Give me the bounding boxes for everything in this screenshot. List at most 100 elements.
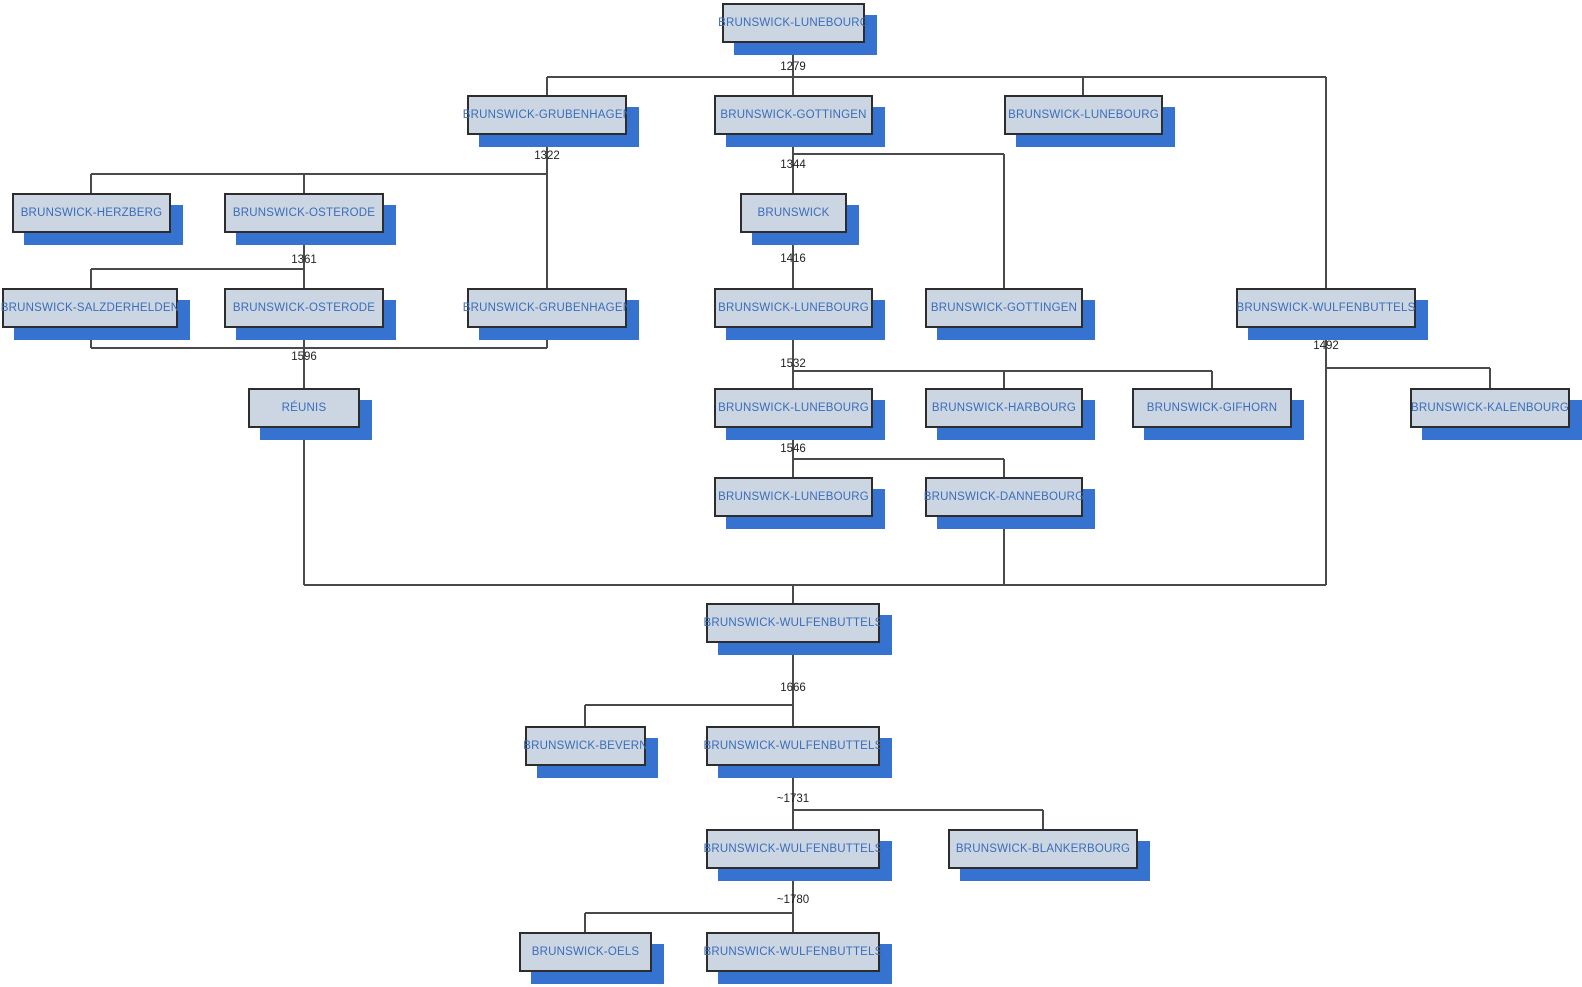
year-label: 1546 <box>780 443 806 455</box>
connector-line <box>584 913 586 932</box>
node-brunswick-grubenhagen-2[interactable]: BRUNSWICK-GRUBENHAGEN <box>463 288 631 328</box>
node-brunswick-bevern[interactable]: BRUNSWICK-BEVERN <box>523 726 648 766</box>
node-brunswick-blankerbourg[interactable]: BRUNSWICK-BLANKERBOURG <box>948 829 1138 869</box>
node-label: BRUNSWICK-OSTERODE <box>232 302 376 314</box>
node-brunswick-kalenbourg[interactable]: BRUNSWICK-KALENBOURG <box>1410 388 1570 428</box>
node-brunswick-lunebourg-4[interactable]: BRUNSWICK-LUNEBOURG <box>714 388 873 428</box>
connector-line <box>1003 517 1005 585</box>
connector-line <box>792 233 794 288</box>
node-label: BRUNSWICK-BEVERN <box>523 740 648 752</box>
connector-line <box>793 458 1004 460</box>
year-label: 1416 <box>780 253 806 265</box>
connector-line <box>546 77 548 95</box>
year-label: ~1780 <box>776 894 810 906</box>
connector-line <box>303 328 305 388</box>
node-label: BRUNSWICK-WULFENBUTTELS <box>703 617 883 629</box>
node-label: BRUNSWICK-HERZBERG <box>20 207 163 219</box>
connector-line <box>792 428 794 477</box>
connector-line <box>303 174 305 194</box>
year-label: ~1731 <box>776 793 810 805</box>
node-label: BRUNSWICK-DANNEBOURG <box>923 491 1085 503</box>
year-label: 1666 <box>780 682 806 694</box>
connector-line <box>546 328 548 348</box>
connector-line <box>792 328 794 388</box>
node-brunswick-grubenhagen-1[interactable]: BRUNSWICK-GRUBENHAGEN <box>463 95 631 135</box>
connector-line <box>793 809 1043 811</box>
connector-line <box>1326 367 1490 369</box>
node-label: BRUNSWICK-LUNEBOURG <box>718 302 869 314</box>
node-brunswick-lunebourg-3[interactable]: BRUNSWICK-LUNEBOURG <box>714 288 873 328</box>
node-label: BRUNSWICK-SALZDERHELDEN <box>0 302 180 314</box>
year-label: 1532 <box>780 358 806 370</box>
node-label: BRUNSWICK-LUNEBOURG <box>1008 109 1159 121</box>
node-label: BRUNSWICK <box>757 207 830 219</box>
node-brunswick-dannebourg[interactable]: BRUNSWICK-DANNEBOURG <box>923 477 1085 517</box>
connector-line <box>792 77 794 95</box>
node-label: BRUNSWICK-GIFHORN <box>1146 402 1278 414</box>
connector-line <box>546 135 548 288</box>
connector-line <box>1325 328 1327 585</box>
connector-line <box>793 370 1212 372</box>
node-label: BRUNSWICK-GOTTINGEN <box>720 109 867 121</box>
connector-line <box>792 43 794 77</box>
node-label: BRUNSWICK-OSTERODE <box>232 207 376 219</box>
node-brunswick-herzberg[interactable]: BRUNSWICK-HERZBERG <box>12 193 171 233</box>
node-brunswick[interactable]: BRUNSWICK <box>740 193 847 233</box>
node-brunswick-wulfenbuttels-5[interactable]: BRUNSWICK-WULFENBUTTELS <box>703 932 883 972</box>
connector-line <box>1211 371 1213 388</box>
node-label: BRUNSWICK-WULFENBUTTELS <box>703 843 883 855</box>
connector-line <box>91 268 304 270</box>
connector-line <box>792 869 794 932</box>
node-label: BRUNSWICK-WULFENBUTTELS <box>703 946 883 958</box>
year-label: 1492 <box>1313 340 1339 352</box>
connector-line <box>1489 368 1491 388</box>
year-label: 1279 <box>780 61 806 73</box>
node-brunswick-gottingen-1[interactable]: BRUNSWICK-GOTTINGEN <box>714 95 873 135</box>
connector-line <box>90 174 92 194</box>
connector-line <box>91 347 547 349</box>
node-label: RÉUNIS <box>281 402 327 414</box>
connector-line <box>792 135 794 193</box>
node-brunswick-lunebourg-1[interactable]: BRUNSWICK-LUNEBOURG <box>718 3 869 43</box>
node-brunswick-harbourg[interactable]: BRUNSWICK-HARBOURG <box>925 388 1083 428</box>
node-label: BRUNSWICK-GRUBENHAGEN <box>462 109 632 121</box>
node-brunswick-oels[interactable]: BRUNSWICK-OELS <box>519 932 652 972</box>
connector-line <box>585 912 793 914</box>
connector-line <box>1325 77 1327 288</box>
node-brunswick-osterode-2[interactable]: BRUNSWICK-OSTERODE <box>224 288 384 328</box>
node-label: BRUNSWICK-LUNEBOURG <box>718 17 869 29</box>
connector-line <box>547 76 1326 78</box>
connector-line <box>1003 371 1005 388</box>
node-brunswick-wulfenbuttels-1[interactable]: BRUNSWICK-WULFENBUTTELS <box>1236 288 1416 328</box>
node-brunswick-wulfenbuttels-2[interactable]: BRUNSWICK-WULFENBUTTELS <box>703 603 883 643</box>
node-brunswick-osterode-1[interactable]: BRUNSWICK-OSTERODE <box>224 193 384 233</box>
node-brunswick-lunebourg-2[interactable]: BRUNSWICK-LUNEBOURG <box>1004 95 1163 135</box>
connector-line <box>1082 77 1084 95</box>
year-label: 1361 <box>291 254 317 266</box>
connector-line <box>585 704 793 706</box>
node-brunswick-wulfenbuttels-3[interactable]: BRUNSWICK-WULFENBUTTELS <box>703 726 883 766</box>
connector-line <box>792 585 794 603</box>
node-label: BRUNSWICK-WULFENBUTTELS <box>1236 302 1416 314</box>
year-label: 1596 <box>291 351 317 363</box>
node-label: BRUNSWICK-HARBOURG <box>931 402 1077 414</box>
node-label: BRUNSWICK-KALENBOURG <box>1411 402 1569 414</box>
node-brunswick-wulfenbuttels-4[interactable]: BRUNSWICK-WULFENBUTTELS <box>703 829 883 869</box>
year-label: 1322 <box>534 150 560 162</box>
node-brunswick-lunebourg-5[interactable]: BRUNSWICK-LUNEBOURG <box>714 477 873 517</box>
connector-line <box>792 643 794 726</box>
connector-line <box>584 705 586 726</box>
connector-line <box>1003 154 1005 288</box>
connector-line <box>303 428 305 585</box>
node-label: BRUNSWICK-GRUBENHAGEN <box>462 302 632 314</box>
node-label: BRUNSWICK-GOTTINGEN <box>930 302 1078 314</box>
node-brunswick-salzderhelden[interactable]: BRUNSWICK-SALZDERHELDEN <box>0 288 180 328</box>
connector-line <box>304 584 1326 586</box>
node-brunswick-gifhorn[interactable]: BRUNSWICK-GIFHORN <box>1132 388 1292 428</box>
connector-line <box>90 269 92 288</box>
node-label: BRUNSWICK-OELS <box>531 946 640 958</box>
node-label: BRUNSWICK-WULFENBUTTELS <box>703 740 883 752</box>
node-reunis[interactable]: RÉUNIS <box>248 388 360 428</box>
node-brunswick-gottingen-2[interactable]: BRUNSWICK-GOTTINGEN <box>925 288 1083 328</box>
